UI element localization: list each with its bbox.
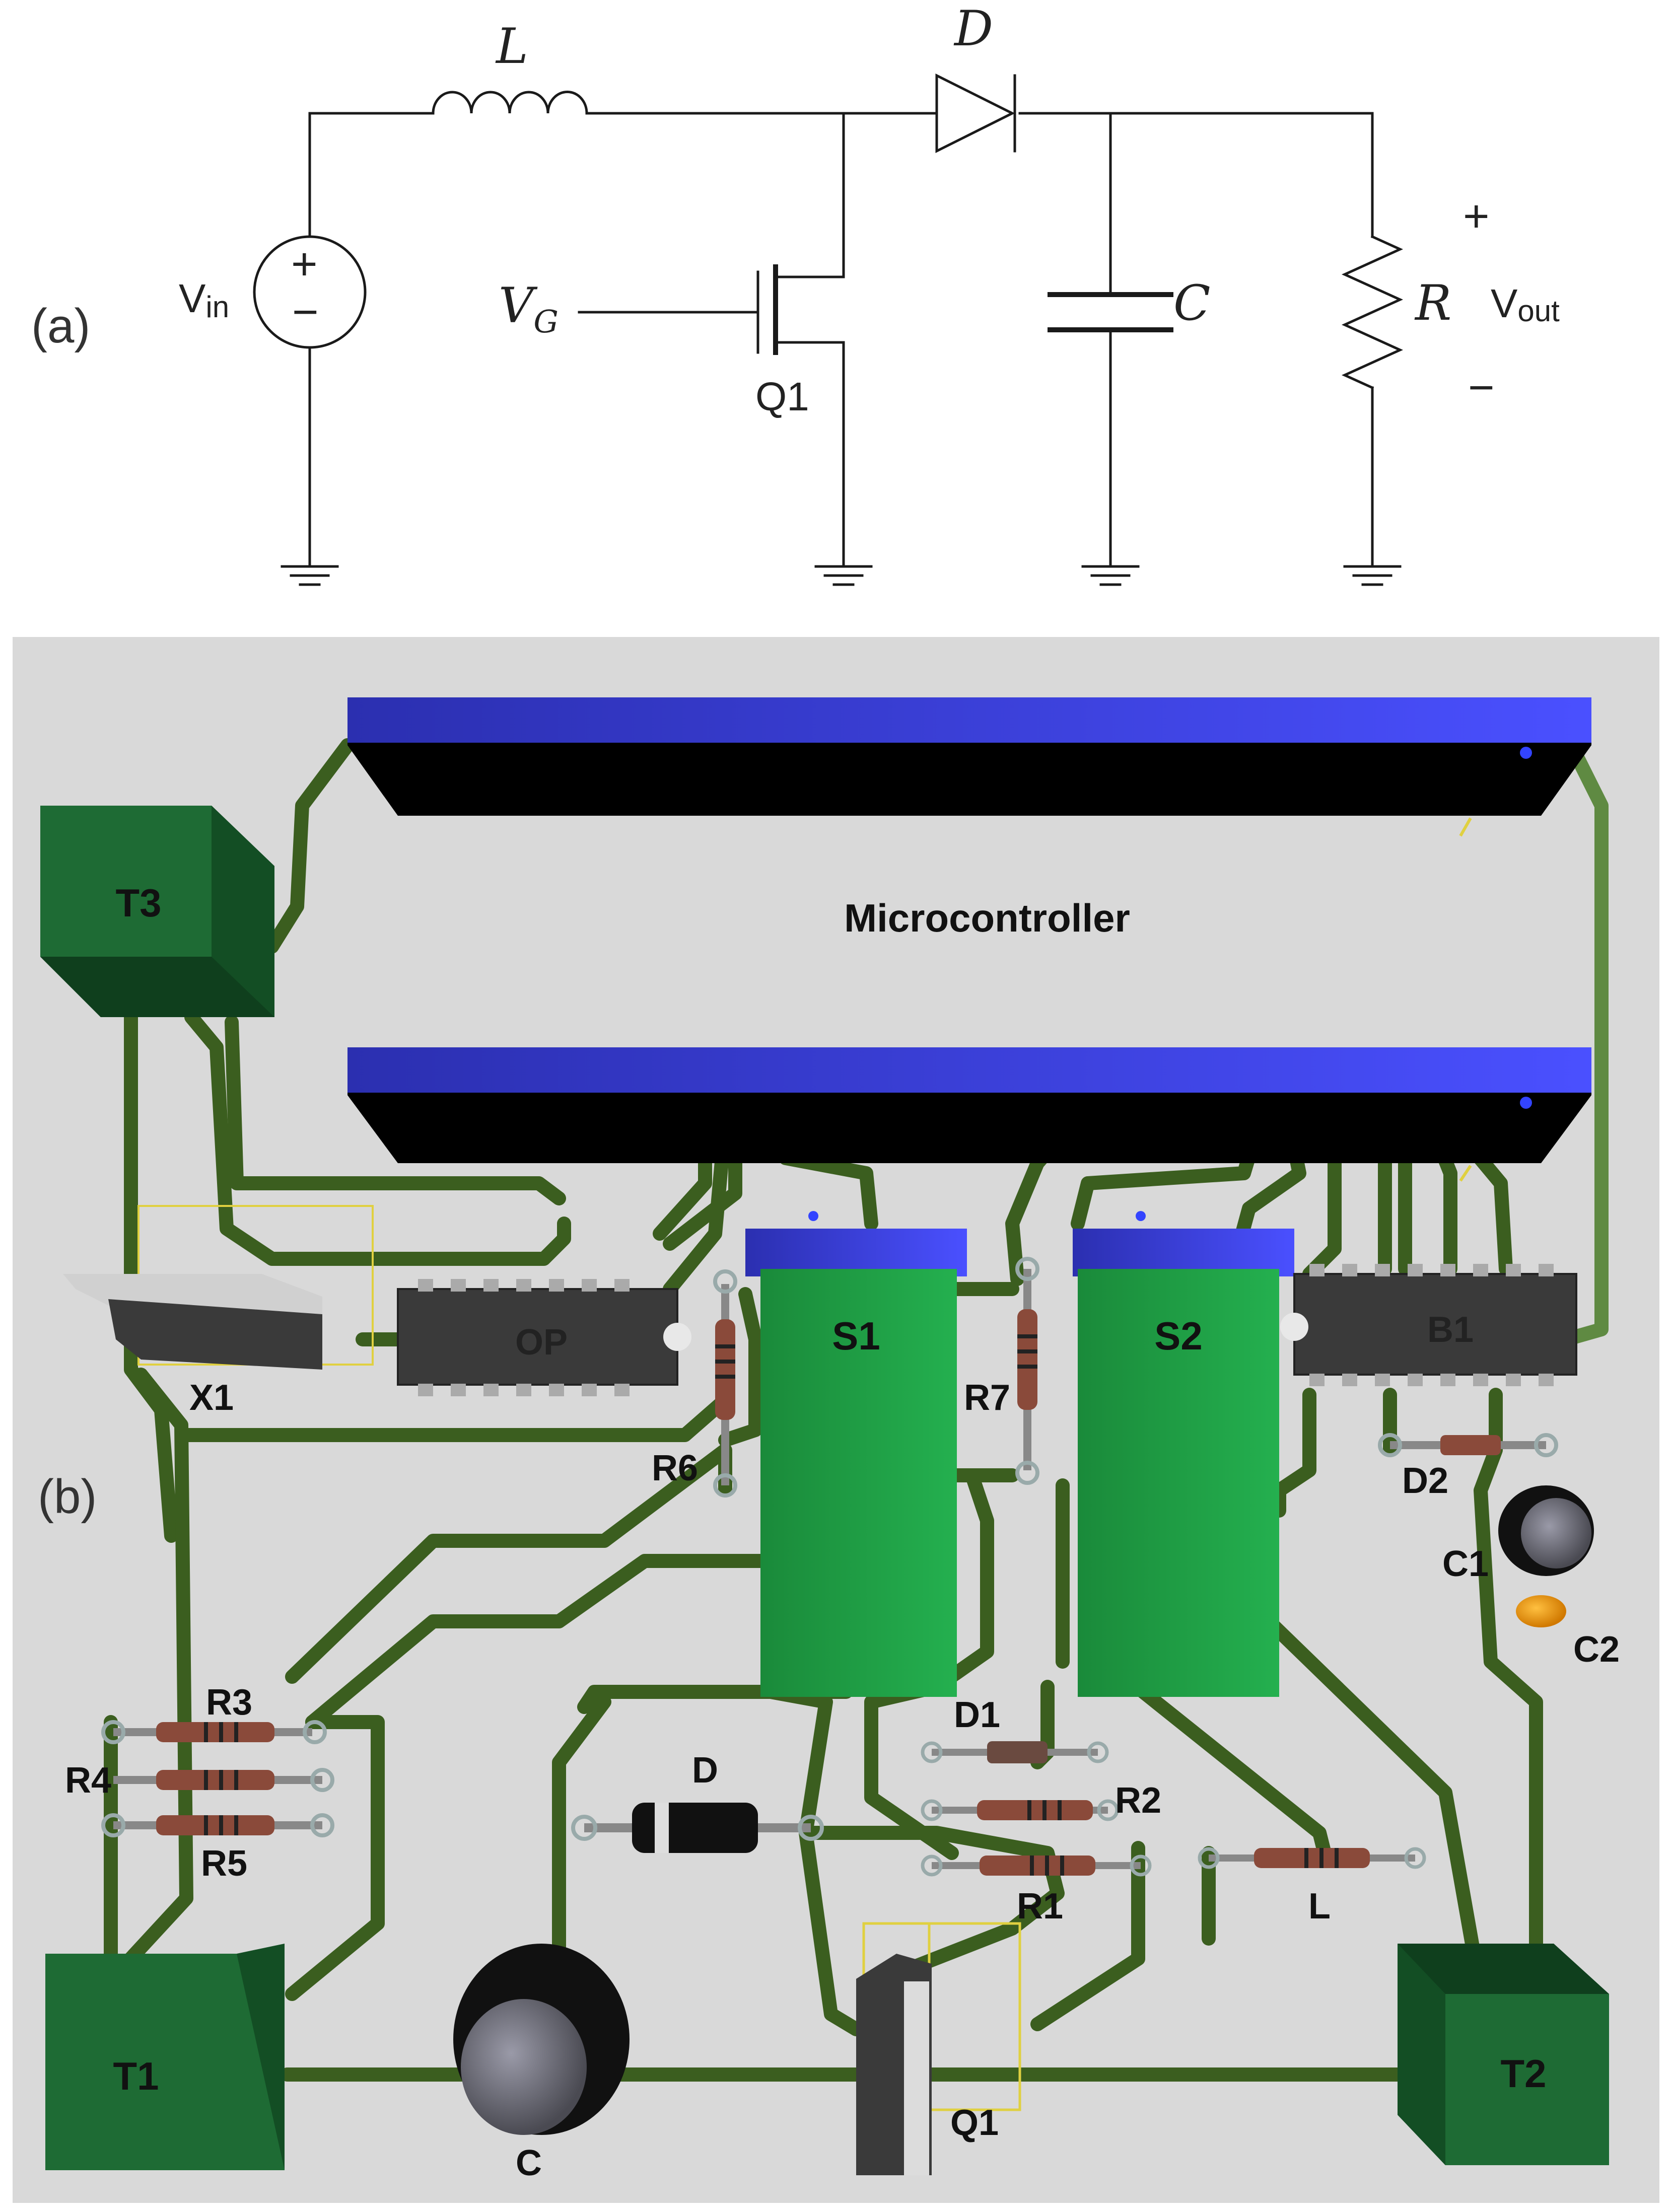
c-label: C	[516, 2143, 542, 2183]
regulator-x1: X1	[63, 1205, 374, 1418]
c1-label: C1	[1442, 1544, 1489, 1584]
source-minus-sign: −	[292, 287, 319, 337]
resistor-r5: R5	[101, 1813, 334, 1884]
pcb-panel: Microcontroller T3 X1 OP	[13, 637, 1659, 2203]
terminal-t3: T3	[40, 806, 274, 1017]
s1-label: S1	[832, 1314, 880, 1358]
r6-label: R6	[652, 1448, 698, 1488]
resistor-r6: R6	[652, 1269, 737, 1497]
r4-label: R4	[65, 1760, 111, 1801]
inductor-symbol	[432, 91, 588, 115]
resistor-r3: R3	[101, 1682, 327, 1744]
schematic-panel: (a) L D	[31, 1, 1560, 586]
terminal-t1: T1	[45, 1944, 285, 2170]
r3-label: R3	[206, 1682, 252, 1723]
output-label: Vout	[1491, 281, 1560, 328]
l-label: L	[1308, 1886, 1331, 1926]
r5-label: R5	[201, 1843, 247, 1884]
resistor-symbol	[1341, 235, 1404, 390]
relay-s1: S1	[745, 1211, 967, 1697]
c2-label: C2	[1573, 1629, 1620, 1670]
voltage-source-symbol: + −	[253, 235, 367, 349]
gate-label: VG	[499, 277, 559, 340]
capacitor-c2: C2	[1516, 1595, 1620, 1670]
chip-b1: B1	[1280, 1264, 1577, 1386]
q1-label: Q1	[950, 2103, 999, 2143]
op-label: OP	[515, 1322, 568, 1363]
panel-a-label: (a)	[31, 299, 90, 353]
source-plus-sign: +	[291, 239, 318, 290]
inductor-label: L	[495, 18, 528, 75]
d2-label: D2	[1402, 1461, 1448, 1501]
r1-label: R1	[1017, 1886, 1063, 1926]
t3-label: T3	[115, 881, 161, 925]
r7-label: R7	[964, 1378, 1010, 1418]
r2-label: R2	[1115, 1780, 1161, 1821]
panel-b-label: (b)	[38, 1470, 97, 1524]
output-plus-sign: +	[1463, 191, 1490, 242]
resistor-r7: R7	[964, 1257, 1039, 1485]
resistor-r2: R2	[921, 1780, 1161, 1821]
terminal-t2: T2	[1398, 1944, 1609, 2165]
t1-label: T1	[113, 2054, 159, 2098]
diode-d1: D1	[921, 1695, 1109, 1763]
resistor-r1: R1	[921, 1854, 1152, 1926]
microcontroller: Microcontroller	[347, 697, 1591, 1182]
diode-label: D	[953, 1, 993, 57]
d1-label: D1	[954, 1695, 1000, 1735]
opamp-chip: OP	[397, 1279, 691, 1396]
relay-s2: S2	[1073, 1211, 1294, 1697]
transistor-q1: Q1	[856, 1922, 1021, 2175]
output-minus-sign: −	[1468, 363, 1495, 413]
b1-label: B1	[1427, 1310, 1474, 1350]
t2-label: T2	[1500, 2051, 1546, 2096]
resistor-label: R	[1414, 275, 1451, 331]
capacitor-label: C	[1173, 275, 1210, 331]
diode-d2: D2	[1378, 1433, 1558, 1501]
ground-symbols	[281, 565, 1402, 586]
transistor-label: Q1	[755, 374, 809, 419]
inductor-l: L	[1198, 1847, 1426, 1926]
microcontroller-label: Microcontroller	[844, 896, 1130, 940]
s2-label: S2	[1154, 1314, 1202, 1358]
d-label: D	[692, 1750, 718, 1791]
diode-d: D	[571, 1750, 824, 1853]
capacitor-c1: C1	[1442, 1485, 1594, 1584]
schematic-wires	[308, 112, 1374, 565]
mosfet-symbol	[756, 264, 797, 355]
resistor-r4: R4	[65, 1760, 334, 1801]
x1-label: X1	[189, 1378, 234, 1418]
diode-symbol	[935, 73, 1016, 154]
source-label: Vin	[179, 276, 229, 324]
capacitor-c: C	[453, 1944, 630, 2183]
capacitor-symbol	[1048, 292, 1173, 332]
